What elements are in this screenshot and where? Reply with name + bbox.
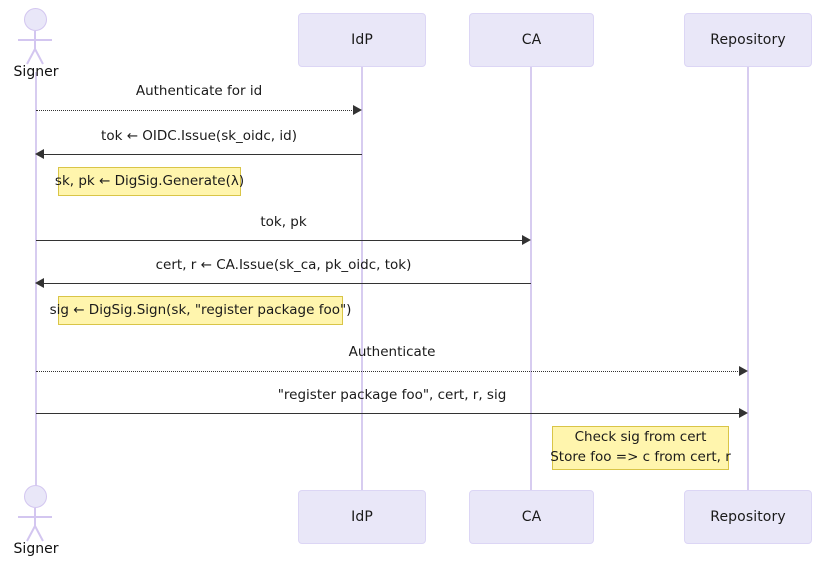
note-2: sig ← DigSig.Sign(sk, "register package … [50,296,351,325]
message-label-5: Authenticate [348,344,436,360]
note-1: sk, pk ← DigSig.Generate(λ) [54,167,245,196]
participant-label-ca-bottom: CA [521,509,542,525]
message-line-6 [36,413,740,414]
actor-arms-icon [18,516,52,518]
message-label-3: tok, pk [260,214,307,230]
actor-head-icon [24,8,47,31]
participant-box-ca-top[interactable]: CA [469,13,594,67]
participant-label-idp-bottom: IdP [351,509,373,525]
message-arrowhead-4 [35,278,44,288]
note-2-line-1: sig ← DigSig.Sign(sk, "register package … [49,301,352,318]
note-3-line-2: Store foo => c from cert, r [550,449,731,465]
message-line-2 [44,154,362,155]
message-arrowhead-5 [739,366,748,376]
message-line-4 [44,283,531,284]
message-arrowhead-6 [739,408,748,418]
participant-box-repository-bottom[interactable]: Repository [684,490,812,544]
actor-leg-right-icon [34,48,44,65]
message-line-5 [36,371,740,372]
message-arrowhead-2 [35,149,44,159]
actor-leg-right-icon [34,525,44,542]
note-3: Check sig from cert Store foo => c from … [550,426,731,470]
message-label-1: Authenticate for id [135,83,263,99]
actor-arms-icon [18,39,52,41]
participant-box-idp-bottom[interactable]: IdP [298,490,426,544]
participant-box-repository-top[interactable]: Repository [684,13,812,67]
lifeline-idp [361,67,363,490]
participant-box-ca-bottom[interactable]: CA [469,490,594,544]
message-label-6: "register package foo", cert, r, sig [277,387,507,403]
participant-label-repository-bottom: Repository [710,509,786,525]
lifeline-repository [747,67,749,490]
message-line-1 [36,110,354,111]
actor-label-signer-top: Signer [13,64,59,80]
actor-head-icon [24,485,47,508]
note-3-line-1: Check sig from cert [574,429,707,446]
message-line-3 [36,240,523,241]
actor-label-signer-bottom: Signer [13,541,59,557]
participant-label-ca-top: CA [521,32,542,48]
participant-box-idp-top[interactable]: IdP [298,13,426,67]
participant-label-idp-top: IdP [351,32,373,48]
message-label-2: tok ← OIDC.Issue(sk_oidc, id) [101,128,297,144]
participant-label-repository-top: Repository [710,32,786,48]
message-label-4: cert, r ← CA.Issue(sk_ca, pk_oidc, tok) [155,257,412,273]
lifeline-ca [530,67,532,490]
message-arrowhead-3 [522,235,531,245]
message-arrowhead-1 [353,105,362,115]
note-1-line-1: sk, pk ← DigSig.Generate(λ) [54,172,245,189]
